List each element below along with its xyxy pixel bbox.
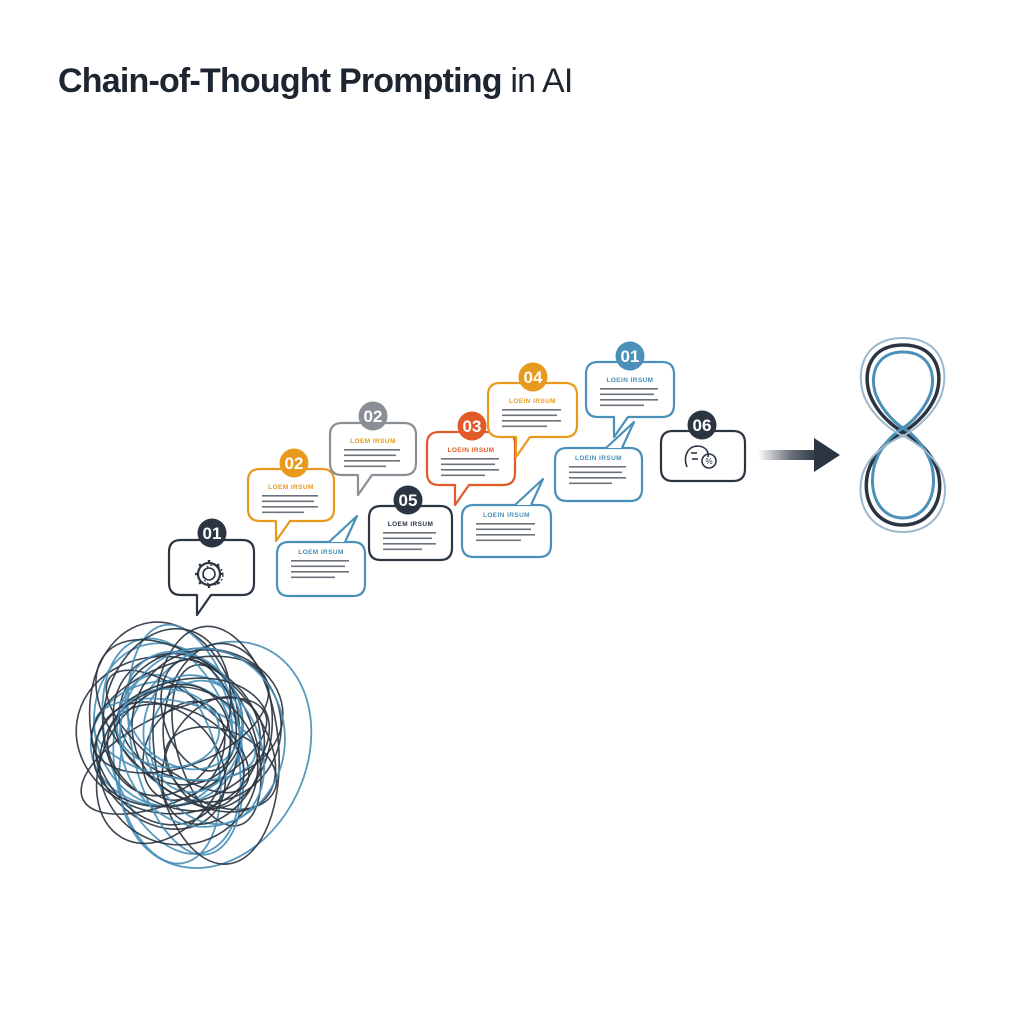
svg-text:%: % [705, 457, 712, 466]
arrow-right-icon [758, 438, 840, 472]
placeholder-text-line [344, 455, 396, 457]
step-number: 01 [621, 347, 640, 366]
placeholder-text-line [502, 415, 557, 417]
infinity-loop-icon [860, 338, 945, 532]
placeholder-text-line [262, 506, 318, 508]
tangled-thoughts-icon [64, 607, 347, 900]
placeholder-text-line [383, 549, 422, 551]
placeholder-text-line [344, 466, 386, 468]
placeholder-text-line [569, 477, 626, 479]
bubble-tail [329, 516, 357, 542]
placeholder-text-line [569, 483, 612, 485]
thought-bubble-b05: 05LOEM IRSUM [369, 486, 452, 561]
placeholder-text-line [441, 475, 485, 477]
placeholder-text-line [291, 577, 335, 579]
bubble-heading: LOEIN IRSUM [606, 377, 653, 384]
step-number: 05 [399, 491, 418, 510]
thought-bubble-b06: 06% [661, 411, 745, 482]
placeholder-text-line [262, 512, 304, 514]
bubble-tail [515, 479, 543, 505]
placeholder-text-line [569, 472, 622, 474]
thought-bubble-b01: 01 [169, 519, 254, 616]
placeholder-text-line [344, 460, 400, 462]
step-number: 02 [364, 407, 383, 426]
bubble-heading: LOEIN IRSUM [447, 447, 494, 454]
thought-bubble-bLow2: LOEIN IRSUM [462, 479, 551, 557]
placeholder-text-line [600, 394, 654, 396]
placeholder-text-line [502, 409, 561, 411]
placeholder-text-line [383, 538, 432, 540]
step-number: 04 [524, 368, 543, 387]
placeholder-text-line [262, 501, 314, 503]
placeholder-text-line [569, 466, 626, 468]
bubble-heading: LOEIN IRSUM [575, 455, 622, 462]
bubble-heading: LOEM IRSUM [350, 438, 396, 445]
placeholder-text-line [291, 571, 349, 573]
step-number: 02 [285, 454, 304, 473]
bubble-outline [330, 423, 416, 495]
placeholder-text-line [476, 529, 531, 531]
bubble-heading: LOEM IRSUM [268, 484, 314, 491]
bubble-heading: LOEIN IRSUM [509, 398, 556, 405]
placeholder-text-line [383, 543, 436, 545]
placeholder-text-line [600, 388, 658, 390]
bubble-heading: LOEM IRSUM [388, 521, 434, 528]
placeholder-text-line [344, 449, 400, 451]
placeholder-text-line [441, 469, 499, 471]
bubble-outline [169, 540, 254, 615]
placeholder-text-line [383, 532, 436, 534]
placeholder-text-line [262, 495, 318, 497]
placeholder-text-line [291, 560, 349, 562]
bubble-outline [248, 469, 334, 541]
placeholder-text-line [476, 534, 535, 536]
placeholder-text-line [600, 405, 644, 407]
thought-bubble-bLow1: LOEM IRSUM [277, 516, 365, 596]
placeholder-text-line [291, 566, 345, 568]
placeholder-text-line [502, 426, 547, 428]
placeholder-text-line [441, 464, 495, 466]
placeholder-text-line [502, 420, 561, 422]
bubble-heading: LOEM IRSUM [298, 549, 344, 556]
tangle-loop [64, 607, 307, 844]
placeholder-text-line [476, 540, 521, 542]
bubble-outline [427, 432, 515, 505]
placeholder-text-line [441, 458, 499, 460]
step-number: 03 [463, 417, 482, 436]
placeholder-text-line [600, 399, 658, 401]
step-number: 06 [693, 416, 712, 435]
step-number: 01 [203, 524, 222, 543]
bubble-heading: LOEIN IRSUM [483, 512, 530, 519]
placeholder-text-line [476, 523, 535, 525]
